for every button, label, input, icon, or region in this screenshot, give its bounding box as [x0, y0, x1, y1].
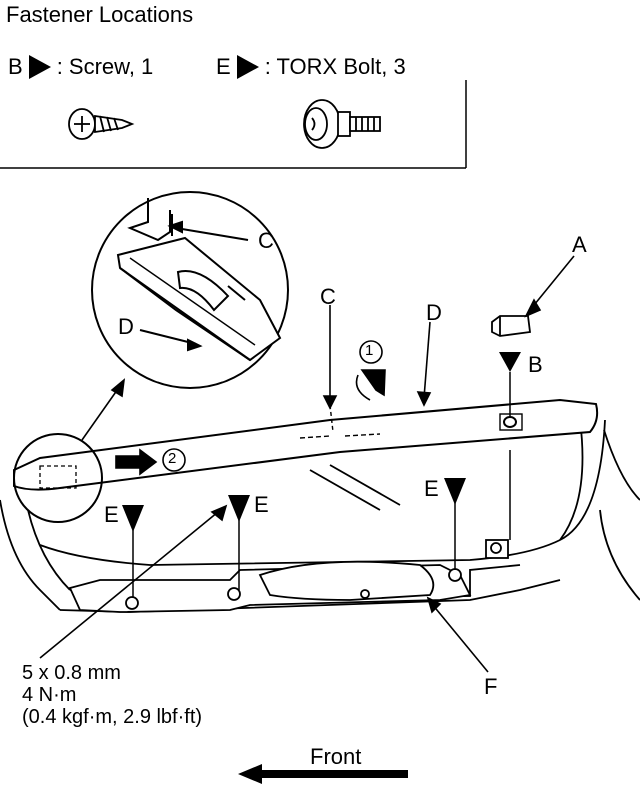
legend-box	[0, 80, 467, 169]
legend-screw: B : Screw, 1	[8, 54, 153, 80]
torque-alt-units: (0.4 kgf·m, 2.9 lbf·ft)	[22, 706, 203, 728]
callout-b: B	[528, 352, 543, 377]
legend-torx-bolt-key: E	[216, 54, 231, 79]
callout-a: A	[572, 232, 587, 257]
callout-e-right: E	[424, 476, 439, 501]
callout-d-main: D	[426, 300, 442, 325]
rotation-arrow-icon	[355, 340, 386, 401]
torque-nm: 4 N·m	[22, 684, 77, 706]
callout-e-left: E	[104, 502, 119, 527]
callout-d-detail: D	[118, 314, 134, 339]
slide-arrow-icon	[115, 448, 186, 476]
legend-screw-label: : Screw, 1	[56, 54, 154, 79]
callout-e-mid: E	[254, 492, 269, 517]
torx-bolt-icon	[303, 99, 381, 149]
clip-a-icon	[491, 315, 532, 337]
pointer-triangle-icon	[28, 55, 51, 79]
fastener-leader-lines	[132, 372, 511, 598]
callout-c-main: C	[320, 284, 336, 309]
detail-magnifier	[91, 191, 289, 389]
callout-c-detail: C	[258, 228, 274, 253]
fastener-pointers	[122, 352, 521, 532]
callout-f: F	[484, 674, 498, 699]
front-direction-arrow	[238, 764, 408, 784]
legend-torx-bolt: E : TORX Bolt, 3	[216, 54, 406, 80]
legend-screw-key: B	[8, 54, 23, 79]
torque-bolt-size: 5 x 0.8 mm	[22, 662, 121, 684]
pointer-arrows	[39, 255, 575, 673]
screw-icon	[68, 108, 135, 140]
lower-rail	[68, 539, 509, 613]
legend-torx-bolt-label: : TORX Bolt, 3	[264, 54, 406, 79]
step-2-label: 2	[168, 450, 177, 467]
step-1-label: 1	[365, 342, 374, 359]
front-label: Front	[310, 744, 362, 769]
page-title: Fastener Locations	[6, 2, 194, 27]
detail-source-circle	[13, 433, 103, 523]
torque-spec: 5 x 0.8 mm 4 N·m (0.4 kgf·m, 2.9 lbf·ft)	[22, 662, 202, 728]
pointer-triangle-icon	[236, 55, 259, 79]
trim-panel	[13, 398, 599, 491]
